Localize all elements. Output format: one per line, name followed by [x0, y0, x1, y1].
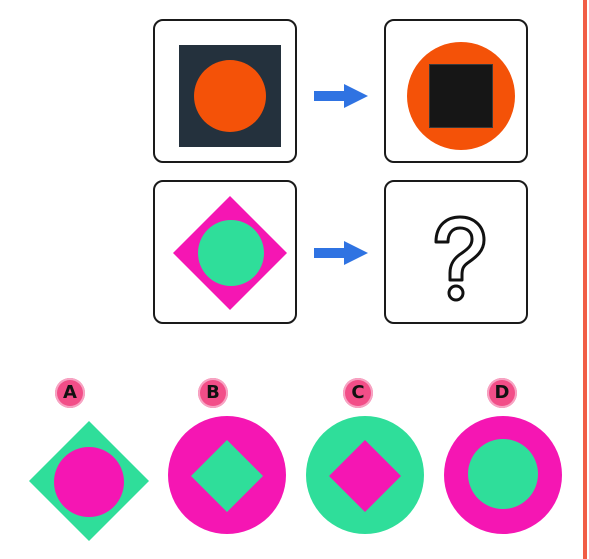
- green-circle-shape: [468, 439, 538, 509]
- right-accent-rule: [583, 0, 587, 559]
- black-square-shape: [430, 65, 492, 127]
- green-diamond-shape: [191, 440, 263, 512]
- option-c-badge[interactable]: C: [343, 378, 373, 408]
- option-b-figure[interactable]: [168, 416, 286, 534]
- green-circle-shape: [198, 220, 264, 286]
- option-d-badge[interactable]: D: [487, 378, 517, 408]
- orange-circle-shape: [194, 60, 266, 132]
- option-a-figure[interactable]: [29, 421, 149, 541]
- pink-circle-shape: [54, 447, 124, 517]
- tile-top-left: [153, 19, 297, 163]
- option-c-figure[interactable]: [306, 416, 424, 534]
- tile-middle-left: [153, 180, 297, 324]
- right-arrow-icon: [314, 241, 368, 265]
- pink-diamond-shape: [329, 440, 401, 512]
- option-a-badge[interactable]: A: [55, 378, 85, 408]
- question-mark-text: ?: [386, 182, 387, 183]
- right-arrow-icon: [314, 84, 368, 108]
- option-b-badge[interactable]: B: [198, 378, 228, 408]
- question-mark-icon: [434, 215, 486, 302]
- option-d-figure[interactable]: [444, 416, 562, 534]
- tile-top-right: [384, 19, 528, 163]
- tile-middle-right-unknown: ?: [384, 180, 528, 324]
